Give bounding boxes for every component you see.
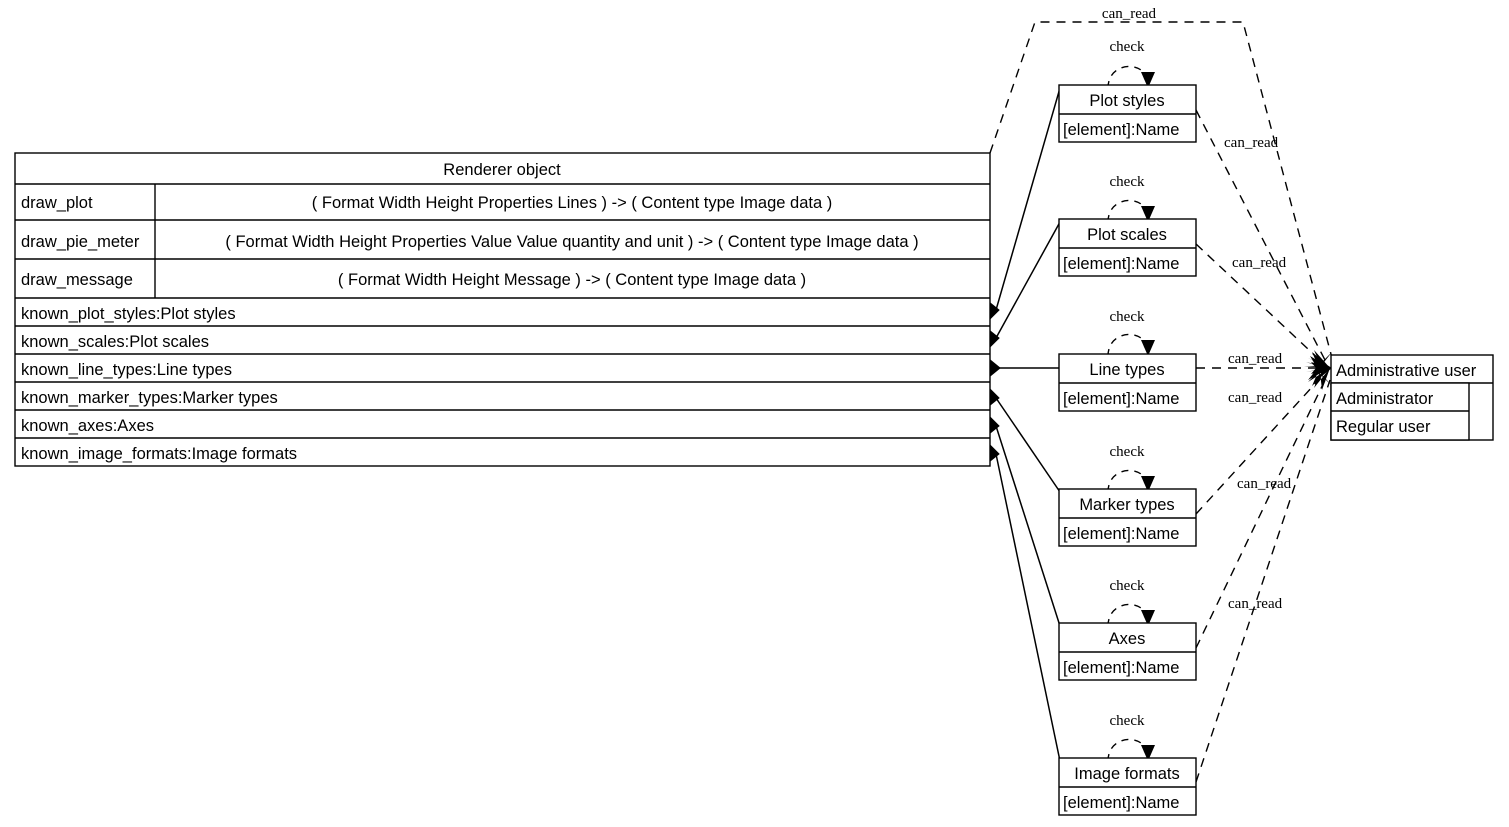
image-formats-attribute: [element]:Name: [1063, 794, 1179, 812]
check-labels: check check check check check check: [1110, 39, 1145, 729]
plot-scales-title: Plot scales: [1087, 226, 1167, 244]
edge-known-marker-types: [995, 397, 1061, 493]
can-read-label-image-formats: can_read: [1228, 596, 1283, 612]
plot-styles-title: Plot styles: [1089, 92, 1164, 110]
axes-title: Axes: [1109, 630, 1146, 648]
can-read-label-plot-scales: can_read: [1232, 255, 1287, 271]
check-arrowheads: [1141, 72, 1155, 761]
element-class-plot-styles[interactable]: Plot styles [element]:Name: [1058, 84, 1197, 143]
method-signature-draw-plot: ( Format Width Height Properties Lines )…: [312, 194, 832, 212]
check-label-plot-scales: check: [1110, 174, 1145, 190]
can-read-edges: [989, 21, 1333, 783]
check-arrowhead-plot-styles: [1141, 72, 1155, 88]
element-class-image-formats[interactable]: Image formats [element]:Name: [1058, 757, 1197, 816]
can-read-edge-axes: [1195, 377, 1327, 649]
can-read-labels: can_read can_read can_read can_read can_…: [1102, 6, 1292, 612]
renderer-object-class[interactable]: Renderer object draw_plot draw_pie_meter…: [14, 152, 991, 467]
check-arrowhead-plot-scales: [1141, 206, 1155, 222]
edge-known-image-formats: [995, 453, 1061, 762]
check-arc-line-types: [1107, 333, 1149, 357]
arrowhead-cluster-fill: [1318, 352, 1332, 386]
axes-attribute: [element]:Name: [1063, 659, 1179, 677]
administrative-user-title: Administrative user: [1336, 362, 1477, 380]
can-read-label-marker-types: can_read: [1228, 390, 1283, 406]
check-label-image-formats: check: [1110, 713, 1145, 729]
attribute-known-image-formats: known_image_formats:Image formats: [21, 445, 297, 463]
renderer-object-box: [14, 152, 991, 467]
plot-styles-attribute: [element]:Name: [1063, 121, 1179, 139]
check-label-marker-types: check: [1110, 444, 1145, 460]
administrative-user-row-1: Regular user: [1336, 418, 1431, 436]
check-arrowhead-marker-types: [1141, 476, 1155, 492]
method-name-draw-pie-meter: draw_pie_meter: [21, 233, 140, 251]
can-read-edge-renderer: [989, 21, 1333, 359]
method-signature-draw-pie-meter: ( Format Width Height Properties Value V…: [225, 233, 918, 251]
can-read-label-axes: can_read: [1237, 476, 1292, 492]
check-label-line-types: check: [1110, 309, 1145, 325]
element-class-plot-scales[interactable]: Plot scales [element]:Name: [1058, 218, 1197, 277]
can-read-label-renderer: can_read: [1102, 6, 1157, 22]
marker-types-attribute: [element]:Name: [1063, 525, 1179, 543]
attribute-known-line-types: known_line_types:Line types: [21, 361, 232, 379]
method-signature-draw-message: ( Format Width Height Message ) -> ( Con…: [338, 271, 806, 289]
method-name-draw-plot: draw_plot: [21, 194, 93, 212]
administrative-user-row-0: Administrator: [1336, 390, 1434, 408]
check-arrowhead-image-formats: [1141, 745, 1155, 761]
can-read-label-plot-styles: can_read: [1224, 135, 1279, 151]
element-class-line-types[interactable]: Line types [element]:Name: [1058, 353, 1197, 412]
arrowhead-image-formats: [1314, 368, 1330, 390]
administrative-user-class[interactable]: Administrative user Administrator Regula…: [1330, 354, 1494, 441]
image-formats-title: Image formats: [1074, 765, 1179, 783]
edge-known-axes: [995, 425, 1061, 627]
check-arrowhead-line-types: [1141, 340, 1155, 356]
can-read-edge-image-formats: [1195, 379, 1331, 783]
check-arrowhead-axes: [1141, 610, 1155, 626]
can-read-edge-plot-scales: [1195, 243, 1325, 365]
renderer-object-title: Renderer object: [443, 161, 561, 179]
edge-known-plot-styles: [995, 87, 1061, 311]
can-read-label-line-types: can_read: [1228, 351, 1283, 367]
attribute-known-plot-styles: known_plot_styles:Plot styles: [21, 305, 236, 323]
attribute-known-marker-types: known_marker_types:Marker types: [21, 389, 278, 407]
element-class-axes[interactable]: Axes [element]:Name: [1058, 622, 1197, 681]
marker-types-title: Marker types: [1079, 496, 1174, 514]
check-label-plot-styles: check: [1110, 39, 1145, 55]
element-class-marker-types[interactable]: Marker types [element]:Name: [1058, 488, 1197, 547]
edge-known-scales: [995, 221, 1061, 339]
check-label-axes: check: [1110, 578, 1145, 594]
plot-scales-attribute: [element]:Name: [1063, 255, 1179, 273]
method-name-draw-message: draw_message: [21, 271, 133, 289]
line-types-title: Line types: [1089, 361, 1164, 379]
attribute-known-scales: known_scales:Plot scales: [21, 333, 209, 351]
line-types-attribute: [element]:Name: [1063, 390, 1179, 408]
attribute-known-axes: known_axes:Axes: [21, 417, 154, 435]
composition-edges: [995, 87, 1061, 762]
can-read-arrowheads: [1304, 350, 1332, 390]
